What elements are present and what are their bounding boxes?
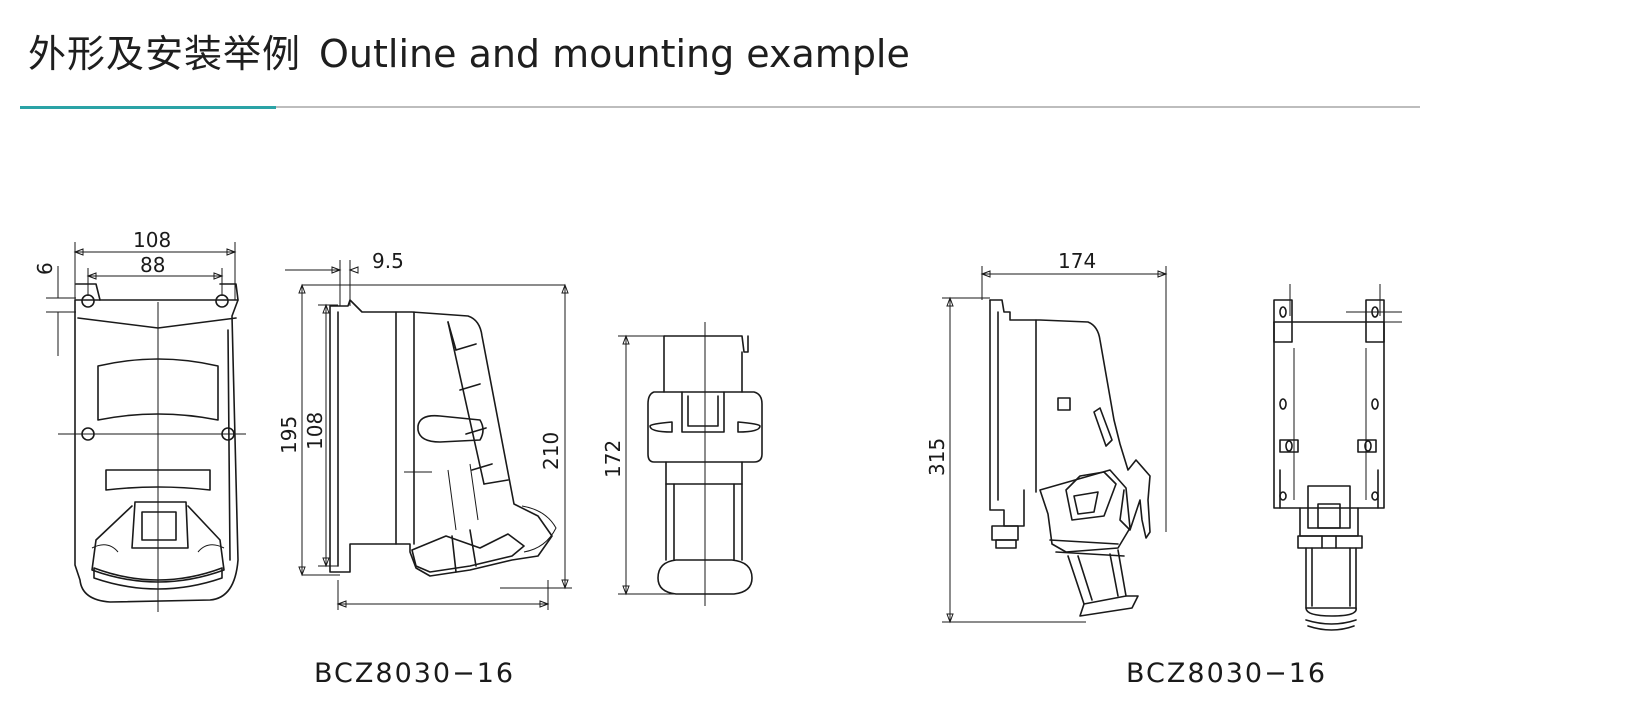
dim-front-top-offset: 6: [33, 262, 57, 275]
dim-side-height-inner: 108: [303, 412, 327, 450]
dim-angled-width: 174: [1058, 249, 1096, 273]
rear-view-drawing: [1273, 284, 1402, 631]
side-view-drawing: 9.5 195 108 210: [277, 249, 572, 610]
dim-front-width-inner: 88: [140, 253, 165, 277]
dim-side-height-total: 210: [539, 432, 563, 470]
dim-angled-height: 315: [925, 438, 949, 476]
title-english: Outline and mounting example: [319, 32, 910, 76]
title-underline-accent: [20, 106, 276, 109]
plug-view-drawing: 172: [601, 322, 763, 606]
dim-side-height-outer: 195: [277, 416, 301, 454]
front-view-drawing: 108 88 6: [33, 228, 246, 612]
caption-right-model: BCZ8030−16: [1126, 658, 1328, 689]
caption-left-model: BCZ8030−16: [314, 658, 516, 689]
title-chinese: 外形及安装举例: [28, 32, 302, 76]
angled-view-drawing: 174 315: [925, 249, 1168, 624]
title-underline: [20, 106, 1420, 108]
dim-plug-height: 172: [601, 440, 625, 478]
dim-front-width-outer: 108: [133, 228, 171, 252]
dim-side-offset: 9.5: [372, 249, 404, 273]
page-title: 外形及安装举例 Outline and mounting example: [28, 30, 910, 78]
